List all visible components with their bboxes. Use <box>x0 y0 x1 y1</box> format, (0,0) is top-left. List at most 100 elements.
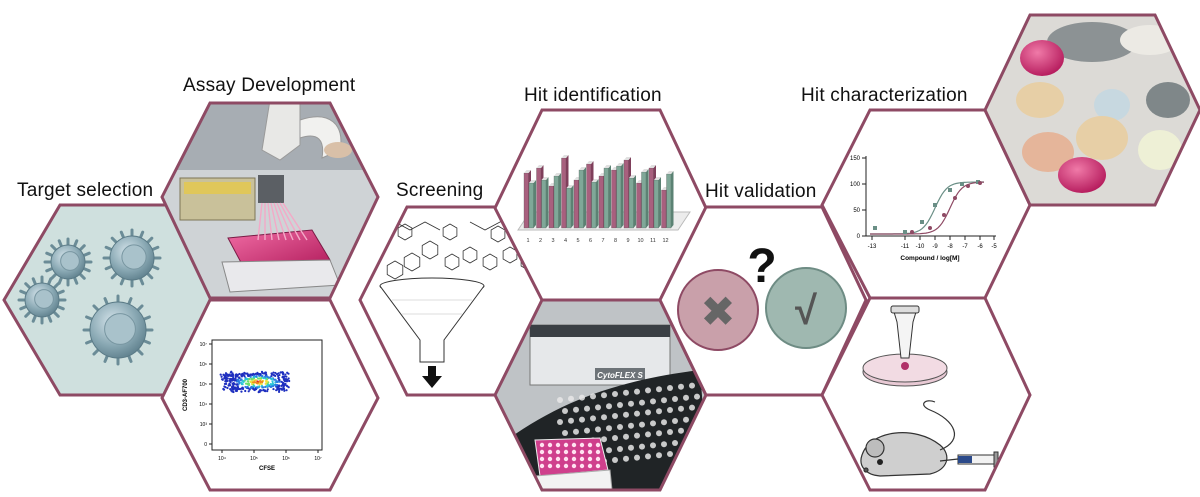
flow-event-dot <box>277 372 280 375</box>
flow-event-dot <box>252 387 255 390</box>
decor-dot <box>568 417 574 424</box>
pipette-tip <box>276 202 294 241</box>
flow-event-dot <box>258 374 261 377</box>
decor-dot <box>683 416 689 423</box>
cell-spike <box>142 339 151 345</box>
stage-label-hit-identification: Hit identification <box>524 85 662 106</box>
flow-event-dot <box>238 381 241 385</box>
decor-dot <box>694 437 700 444</box>
flow-event-dot <box>240 375 244 378</box>
bar <box>578 169 584 229</box>
bar-category-label: 12 <box>662 238 668 244</box>
bar <box>548 185 554 229</box>
flow-event-dot <box>231 374 234 377</box>
decor-dot <box>639 443 645 450</box>
decor-dot <box>678 427 684 434</box>
flow-event-dot <box>287 372 290 375</box>
stage-label-hit-validation: Hit validation <box>705 181 817 202</box>
decor-dot <box>590 393 596 400</box>
bar-top <box>566 185 574 188</box>
flow-event-dot <box>228 377 232 380</box>
petri-dish-icon <box>862 305 948 387</box>
bar <box>616 165 622 229</box>
decor-dot <box>661 419 667 426</box>
plate-well <box>563 463 569 469</box>
flow-event-dot <box>260 370 264 373</box>
flow-event-dot <box>272 371 275 374</box>
decor-dot <box>612 391 618 397</box>
bar-side <box>608 165 611 228</box>
flow-event-dot <box>253 384 256 388</box>
cell-spike <box>138 276 145 286</box>
dose-point <box>933 203 937 207</box>
cell-spike <box>146 272 154 280</box>
bar-category-label: 7 <box>601 238 604 244</box>
dose-point <box>910 230 914 234</box>
decor-dot <box>562 430 568 436</box>
plate-well <box>595 442 601 448</box>
plate-well <box>595 463 601 469</box>
flow-event-dot <box>231 372 234 375</box>
decor-dot <box>689 404 695 411</box>
plate-well <box>571 463 577 469</box>
bar <box>598 175 604 229</box>
dose-point <box>953 196 957 200</box>
hit-validation-hex: ✖ √ ? <box>658 205 868 397</box>
bar-top <box>561 155 569 158</box>
flow-event-dot <box>246 380 249 383</box>
flow-event-dot <box>249 373 252 376</box>
molecule-bonds <box>379 211 561 266</box>
decor-dot <box>623 411 629 418</box>
plate-well <box>579 442 585 448</box>
decor-dot <box>562 408 568 414</box>
flow-event-dot <box>228 374 231 377</box>
flow-event-dot <box>233 382 236 385</box>
flow-event-dot <box>283 378 287 381</box>
bar-top <box>666 171 674 174</box>
flow-event-dot <box>256 386 259 390</box>
flow-event-dot <box>247 390 250 393</box>
flow-event-dot <box>234 389 238 393</box>
flow-cytometer-photo: CytoFLEX S <box>495 300 706 490</box>
flow-event-dot <box>275 380 278 383</box>
flow-event-dot <box>262 386 265 389</box>
accept-icon: √ <box>795 289 818 333</box>
cell-spike <box>52 310 60 318</box>
bar <box>628 177 634 229</box>
flow-event-dot <box>260 382 263 386</box>
flow-x-label: CFSE <box>259 466 275 472</box>
flow-event-dot <box>237 378 240 381</box>
bar-top <box>629 175 636 178</box>
flow-event-dot <box>246 373 249 376</box>
cell-spike <box>78 244 86 252</box>
dose-y-tick-label: 0 <box>857 234 861 240</box>
flow-event-dot <box>226 386 229 390</box>
decor-dot <box>661 441 667 448</box>
plate-well <box>595 449 601 455</box>
flow-event-dot <box>281 371 285 375</box>
reject-icon: ✖ <box>700 288 735 335</box>
decor-dot <box>606 403 612 410</box>
stage-label-assay-development: Assay Development <box>183 75 356 96</box>
cell-spike <box>110 236 118 244</box>
flow-event-dot <box>271 380 274 383</box>
cell-spike <box>136 304 144 312</box>
flow-event-dot <box>277 376 280 379</box>
dose-point <box>978 181 982 185</box>
bar-side <box>596 179 599 228</box>
decor-dot <box>645 409 651 416</box>
flow-event-dot <box>272 387 275 391</box>
decor-dot <box>650 398 656 405</box>
cell-spike <box>31 277 37 286</box>
cell-spike <box>45 251 54 257</box>
bar-top <box>554 173 561 176</box>
decor-dot <box>612 413 618 419</box>
flow-event-dot <box>284 382 287 386</box>
cell-spike <box>19 289 28 295</box>
flow-event-dot <box>285 389 288 392</box>
flow-event-dot <box>281 381 285 384</box>
flow-event-dot <box>232 387 236 390</box>
